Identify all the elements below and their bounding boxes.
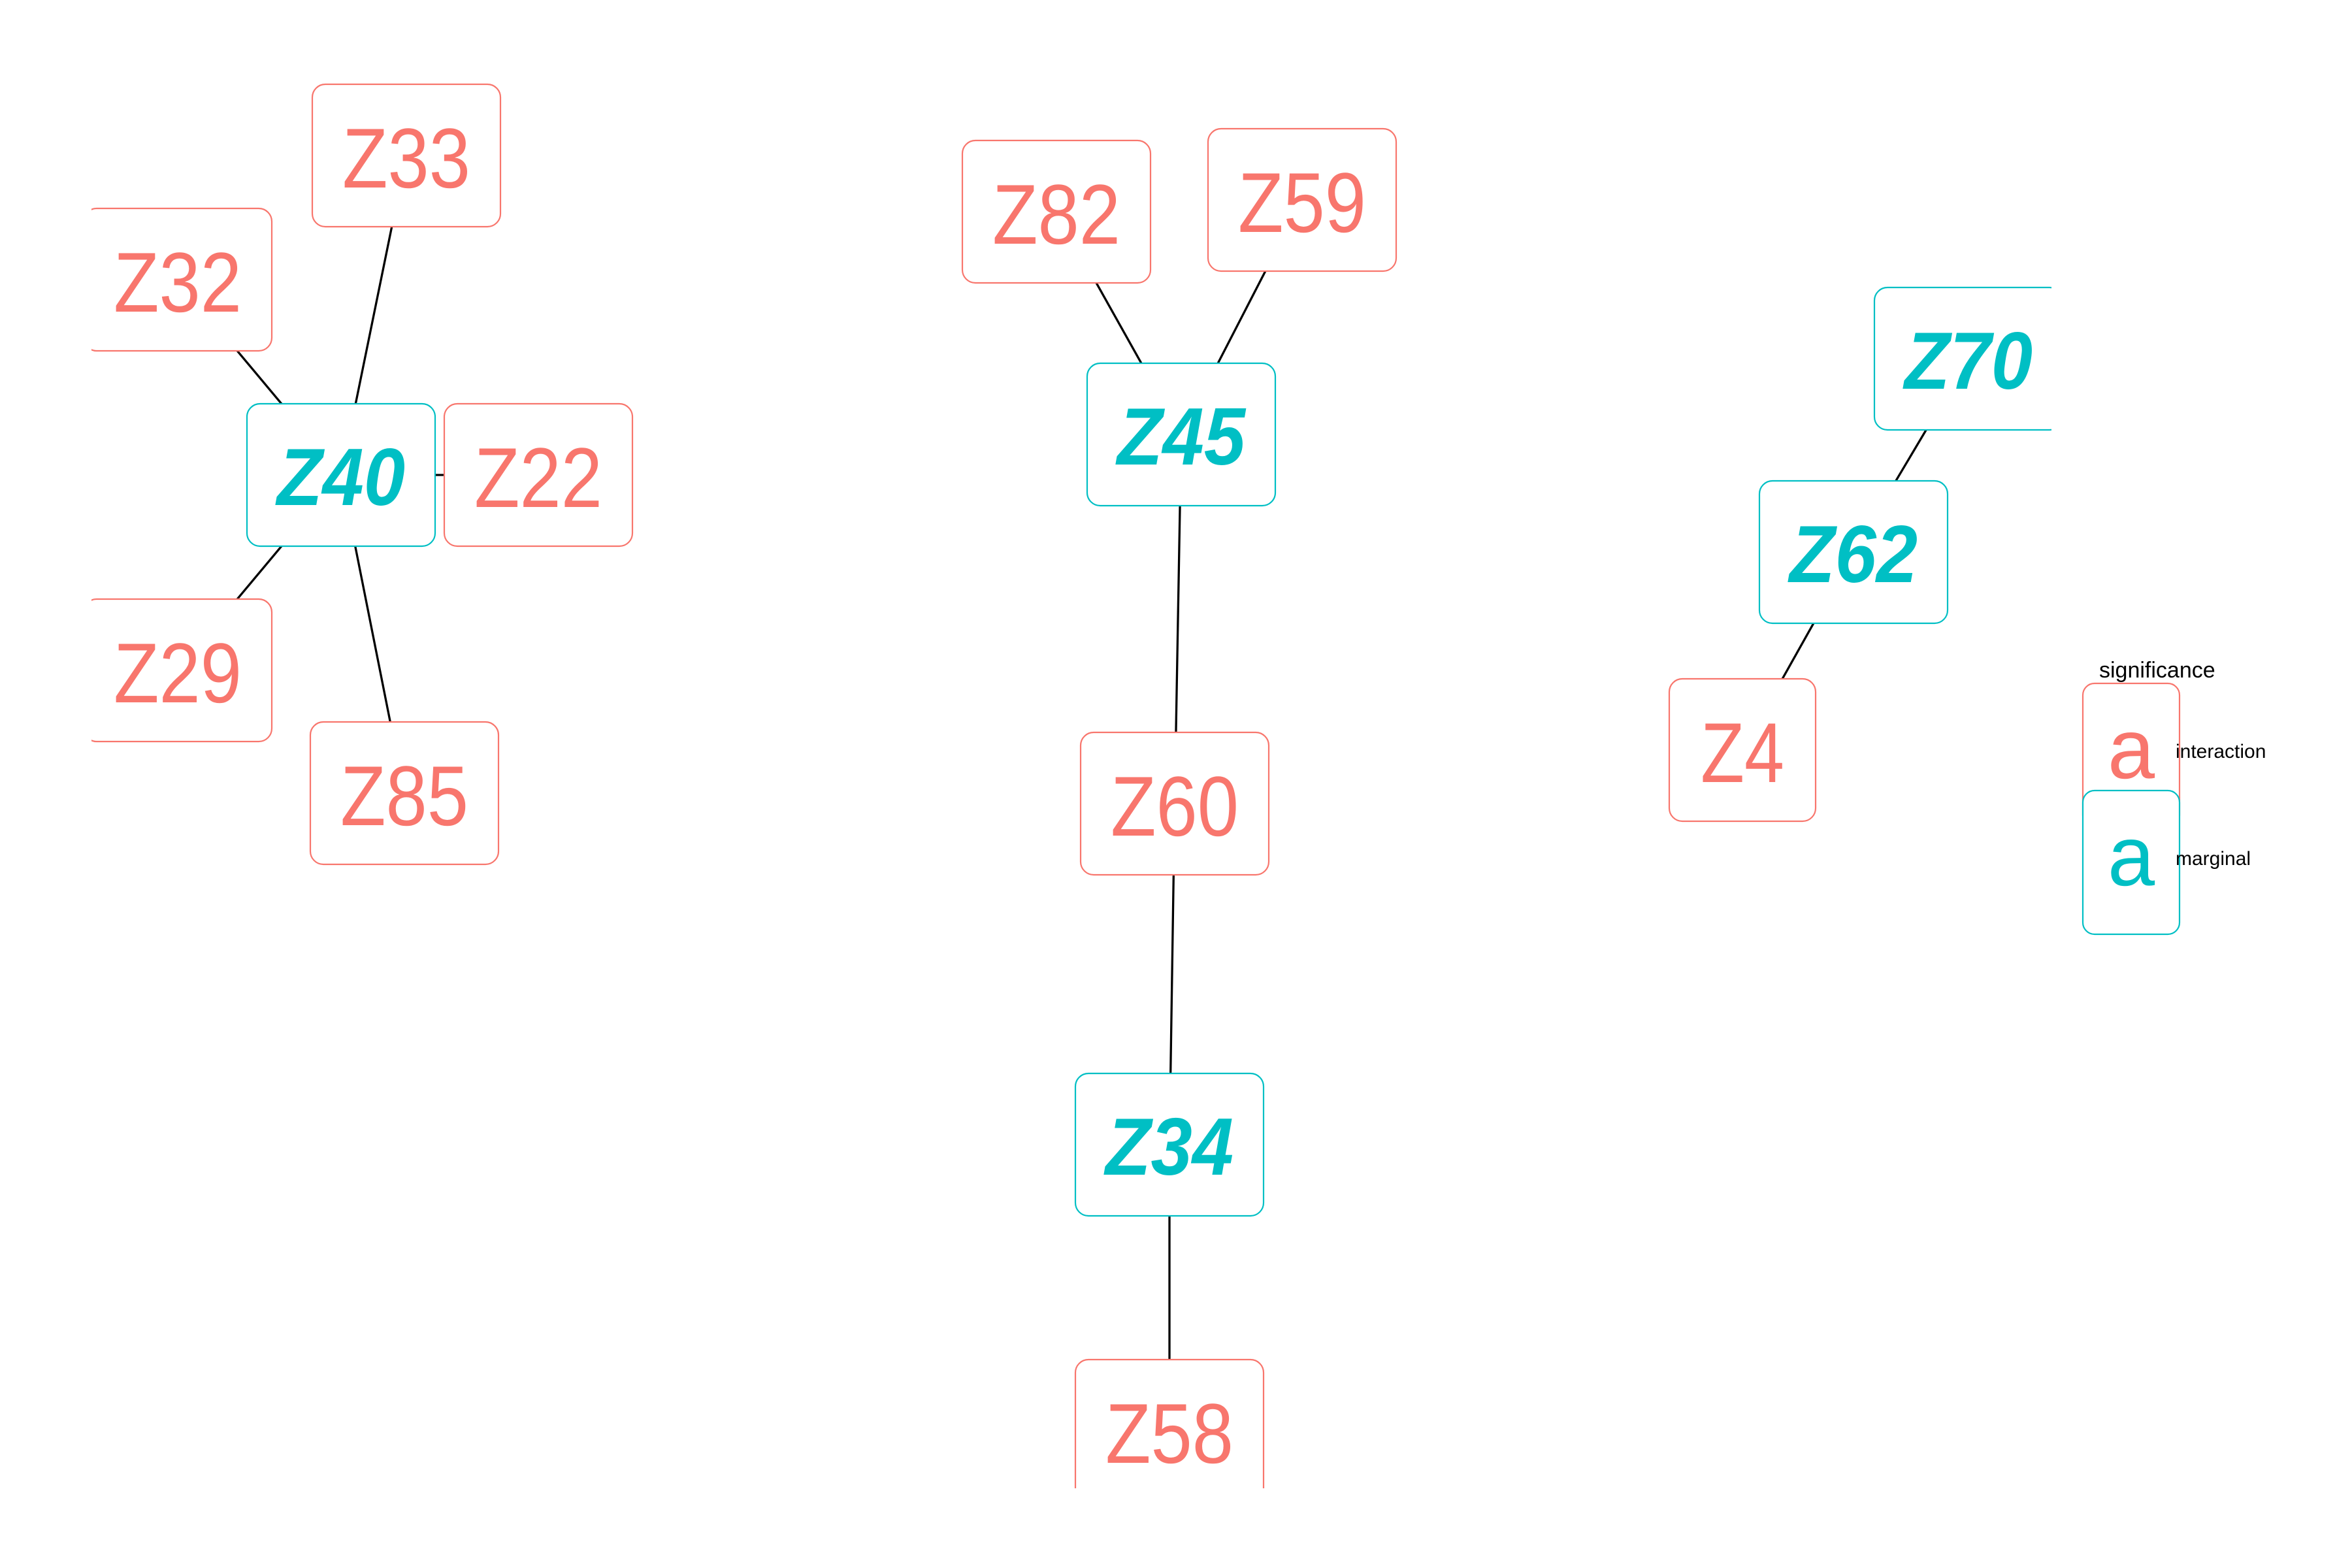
- legend-item-interaction: a interaction: [2082, 682, 2266, 828]
- node-z29: Z29: [91, 598, 273, 743]
- legend-key-glyph: a: [2108, 808, 2155, 904]
- node-z85: Z85: [309, 721, 500, 866]
- legend-items: a interaction a marginal: [2082, 682, 2266, 936]
- node-box: [443, 402, 634, 547]
- node-box: [1873, 286, 2051, 431]
- node-label: Z22: [474, 430, 602, 525]
- node-box: [91, 207, 273, 352]
- legend-label-marginal: marginal: [2176, 848, 2251, 870]
- node-label: Z45: [1115, 392, 1247, 482]
- node-label: Z29: [114, 625, 242, 721]
- node-label: Z60: [1111, 759, 1239, 854]
- node-box: [1079, 731, 1270, 876]
- node-z22: Z22: [443, 402, 634, 547]
- legend-label-interaction: interaction: [2176, 741, 2266, 762]
- node-label: Z70: [1903, 316, 2033, 406]
- node-z32: Z32: [91, 207, 273, 352]
- node-box: [1074, 1358, 1265, 1488]
- node-label: Z34: [1103, 1102, 1233, 1192]
- node-label: Z32: [114, 235, 242, 330]
- node-label: Z40: [275, 433, 405, 523]
- node-box: [1207, 127, 1397, 272]
- node-z82: Z82: [961, 139, 1152, 284]
- node-z60: Z60: [1079, 731, 1270, 876]
- node-box: [246, 402, 436, 547]
- node-label: Z4: [1701, 705, 1784, 800]
- node-label: Z33: [342, 110, 470, 206]
- node-z62: Z62: [1758, 480, 1949, 625]
- node-box: [309, 721, 500, 866]
- node-z45: Z45: [1086, 362, 1277, 507]
- legend: significance a interaction a marginal: [2082, 658, 2266, 936]
- node-box: [311, 83, 502, 228]
- node-box: [1074, 1072, 1265, 1217]
- node-label: Z82: [992, 167, 1120, 262]
- node-z40: Z40: [246, 402, 436, 547]
- node-box: [1758, 480, 1949, 625]
- node-z59: Z59: [1207, 127, 1397, 272]
- node-label: Z85: [340, 748, 468, 843]
- node-box: [1668, 678, 1817, 823]
- node-z33: Z33: [311, 83, 502, 228]
- node-z70: Z70: [1873, 286, 2051, 431]
- node-box: [91, 598, 273, 743]
- node-box: [961, 139, 1152, 284]
- node-z58: Z58: [1074, 1358, 1265, 1488]
- node-label: Z58: [1105, 1386, 1233, 1481]
- legend-key-glyph: a: [2108, 701, 2155, 796]
- node-z34: Z34: [1074, 1072, 1265, 1217]
- node-label: Z59: [1238, 155, 1366, 250]
- legend-item-marginal: a marginal: [2082, 789, 2251, 936]
- node-label: Z62: [1788, 510, 1918, 600]
- legend-key-box: [2082, 789, 2181, 936]
- legend-title: significance: [2099, 658, 2215, 683]
- node-box: [1086, 362, 1277, 507]
- node-z4: Z4: [1668, 678, 1817, 823]
